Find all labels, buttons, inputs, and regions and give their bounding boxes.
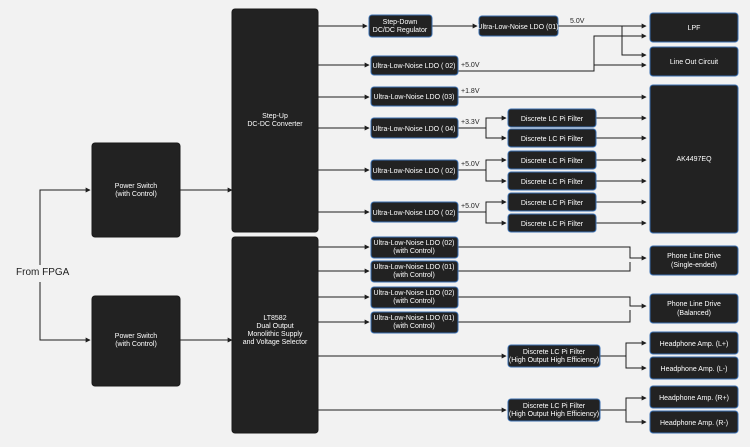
svg-text:and Voltage Selector: and Voltage Selector [243,339,308,346]
power-switch-top: Power Switch (with Control) [91,142,181,238]
svg-text:Ultra-Low-Noise LDO (01): Ultra-Low-Noise LDO (01) [478,24,559,31]
ldo-03: Ultra-Low-Noise LDO (03) [370,86,459,107]
phone-line-drive-bal: Phone Line Drive (Balanced) [649,293,739,324]
svg-text:Headphone Amp. (R-): Headphone Amp. (R-) [660,420,728,427]
svg-text:Discrete LC Pi Filter: Discrete LC Pi Filter [523,349,586,356]
svg-text:Ultra-Low-Noise LDO ( 02): Ultra-Low-Noise LDO ( 02) [373,63,456,70]
svg-text:AK4497EQ: AK4497EQ [676,156,712,163]
headphone-amp-r-minus: Headphone Amp. (R-) [649,410,739,434]
headphone-amp-l-minus: Headphone Amp. (L-) [649,356,739,380]
lt8582-supply: LT8582 Dual Output Monolithic Supply and… [231,236,319,434]
svg-text:Discrete LC Pi Filter: Discrete LC Pi Filter [521,158,584,165]
voltage-label-ldo01: 5.0V [570,18,585,25]
svg-text:Discrete LC Pi Filter: Discrete LC Pi Filter [521,136,584,143]
ldo-02-control-b: Ultra-Low-Noise LDO (02) (with Control) [370,286,459,309]
voltage-label-ldo02-low: +5.0V [461,203,480,210]
lpf-block: LPF [649,12,739,43]
svg-text:(Balanced): (Balanced) [677,310,711,317]
ak4497-block: AK4497EQ [649,84,739,234]
svg-text:Line Out Circuit: Line Out Circuit [670,59,718,66]
svg-text:Discrete LC Pi Filter: Discrete LC Pi Filter [521,221,584,228]
power-switch-bottom: Power Switch (with Control) [91,295,181,387]
svg-text:Phone Line Drive: Phone Line Drive [667,253,721,260]
ldo-01-control-a: Ultra-Low-Noise LDO (01) (with Control) [370,260,459,283]
step-down-regulator: Step-Down DC/DC Regulator [368,14,433,38]
svg-text:Power Switch: Power Switch [115,333,158,340]
ldo-02-mid: Ultra-Low-Noise LDO ( 02) [370,159,459,181]
svg-text:Discrete LC Pi Filter: Discrete LC Pi Filter [521,116,584,123]
lc-filter-1: Discrete LC Pi Filter [507,108,597,128]
svg-text:Dual Output: Dual Output [256,323,293,330]
voltage-label-ldo02-mid: +5.0V [461,161,480,168]
lc-filter-4: Discrete LC Pi Filter [507,171,597,191]
step-up-converter: Step-Up DC-DC Converter [231,8,319,233]
lc-filter-high-eff-1: Discrete LC Pi Filter (High Output High … [507,344,601,368]
svg-text:(with Control): (with Control) [393,323,435,330]
svg-text:Headphone Amp. (L+): Headphone Amp. (L+) [660,341,729,348]
voltage-label-ldo04: +3.3V [461,119,480,126]
svg-text:(High Output High Efficiency): (High Output High Efficiency) [509,411,599,418]
ldo-02-top: Ultra-Low-Noise LDO ( 02) [370,55,459,76]
svg-text:(with Control): (with Control) [393,272,435,279]
svg-text:Step-Up: Step-Up [262,113,288,120]
svg-text:(with Control): (with Control) [393,298,435,305]
svg-text:Ultra-Low-Noise LDO ( 04): Ultra-Low-Noise LDO ( 04) [373,126,456,133]
headphone-amp-l-plus: Headphone Amp. (L+) [649,331,739,355]
svg-text:Headphone Amp. (R+): Headphone Amp. (R+) [659,395,729,402]
lc-filter-2: Discrete LC Pi Filter [507,128,597,148]
lc-filter-3: Discrete LC Pi Filter [507,150,597,170]
svg-text:Power Switch: Power Switch [115,183,158,190]
svg-text:(High Output High Efficiency): (High Output High Efficiency) [509,357,599,364]
ldo-01-top: Ultra-Low-Noise LDO (01) [478,15,559,37]
svg-text:Monolithic Supply: Monolithic Supply [248,331,303,338]
lc-filter-5: Discrete LC Pi Filter [507,192,597,212]
svg-text:Ultra-Low-Noise LDO (02): Ultra-Low-Noise LDO (02) [374,290,455,297]
voltage-label-ldo03: +1.8V [461,88,480,95]
ldo-04: Ultra-Low-Noise LDO ( 04) [370,117,459,139]
from-fpga-label: From FPGA [16,267,70,278]
svg-text:Ultra-Low-Noise LDO (01): Ultra-Low-Noise LDO (01) [374,264,455,271]
svg-text:DC-DC Converter: DC-DC Converter [247,121,303,128]
svg-text:Ultra-Low-Noise LDO ( 02): Ultra-Low-Noise LDO ( 02) [373,168,456,175]
voltage-labels: 5.0V +5.0V +1.8V +3.3V +5.0V +5.0V [461,18,585,210]
svg-text:LT8582: LT8582 [263,315,286,322]
svg-text:Headphone Amp. (L-): Headphone Amp. (L-) [661,366,728,373]
lc-filter-6: Discrete LC Pi Filter [507,213,597,233]
svg-text:(with Control): (with Control) [393,248,435,255]
svg-text:DC/DC Regulator: DC/DC Regulator [373,27,428,34]
svg-text:Ultra-Low-Noise LDO (01): Ultra-Low-Noise LDO (01) [374,315,455,322]
connectors [39,23,647,425]
ldo-02-control-a: Ultra-Low-Noise LDO (02) (with Control) [370,236,459,259]
phone-line-drive-se: Phone Line Drive (Single-ended) [649,245,739,276]
voltage-label-ldo02-top: +5.0V [461,62,480,69]
ldo-02-low: Ultra-Low-Noise LDO ( 02) [370,201,459,223]
svg-text:Ultra-Low-Noise LDO (03): Ultra-Low-Noise LDO (03) [374,94,455,101]
ldo-01-control-b: Ultra-Low-Noise LDO (01) (with Control) [370,311,459,334]
headphone-amp-r-plus: Headphone Amp. (R+) [649,385,739,409]
lc-filter-high-eff-2: Discrete LC Pi Filter (High Output High … [507,398,601,422]
svg-text:Step-Down: Step-Down [383,19,418,26]
svg-text:Phone Line Drive: Phone Line Drive [667,301,721,308]
svg-text:Ultra-Low-Noise LDO ( 02): Ultra-Low-Noise LDO ( 02) [373,210,456,217]
svg-text:Discrete LC Pi Filter: Discrete LC Pi Filter [523,403,586,410]
svg-text:(with Control): (with Control) [115,191,157,198]
svg-text:Ultra-Low-Noise LDO (02): Ultra-Low-Noise LDO (02) [374,240,455,247]
svg-text:Discrete LC Pi Filter: Discrete LC Pi Filter [521,200,584,207]
svg-text:Discrete LC Pi Filter: Discrete LC Pi Filter [521,179,584,186]
svg-text:(Single-ended): (Single-ended) [671,262,717,269]
svg-text:(with Control): (with Control) [115,341,157,348]
line-out-block: Line Out Circuit [649,46,739,77]
svg-text:LPF: LPF [688,25,701,32]
